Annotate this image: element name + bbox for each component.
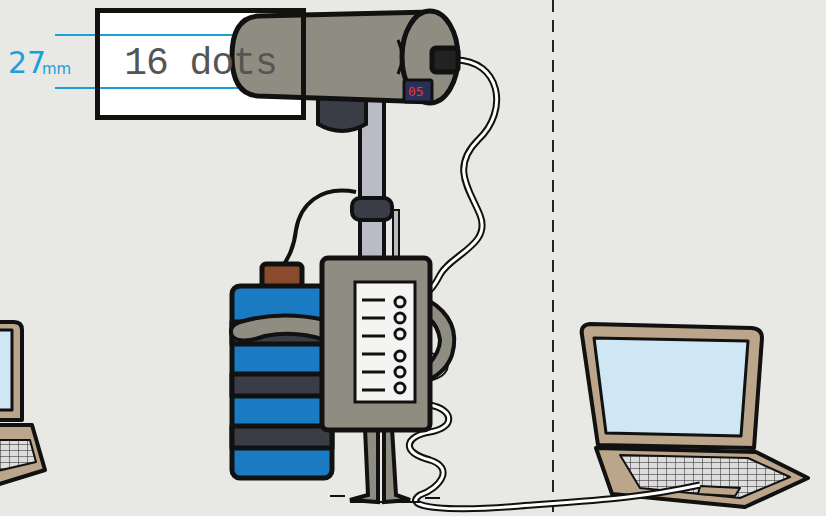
wire — [283, 191, 356, 266]
dimension-line — [55, 34, 256, 36]
counter-number: 05 — [408, 85, 424, 98]
arm — [231, 315, 325, 340]
dimension-unit: mm — [42, 62, 71, 77]
control-box — [322, 258, 430, 430]
legs — [350, 428, 410, 502]
control-panel — [355, 282, 415, 402]
divider — [552, 0, 554, 516]
dimension-value: 27 — [8, 48, 46, 78]
laptop-right — [582, 324, 808, 507]
laptop-left — [0, 322, 45, 490]
ink-bottle — [232, 264, 332, 478]
dot-text: 16 dots — [124, 45, 277, 83]
cable — [408, 355, 700, 509]
dimension-line — [55, 87, 256, 89]
counter-display — [404, 80, 432, 102]
measure-box: 16 dots — [95, 8, 306, 120]
pole-clamp — [352, 198, 392, 220]
